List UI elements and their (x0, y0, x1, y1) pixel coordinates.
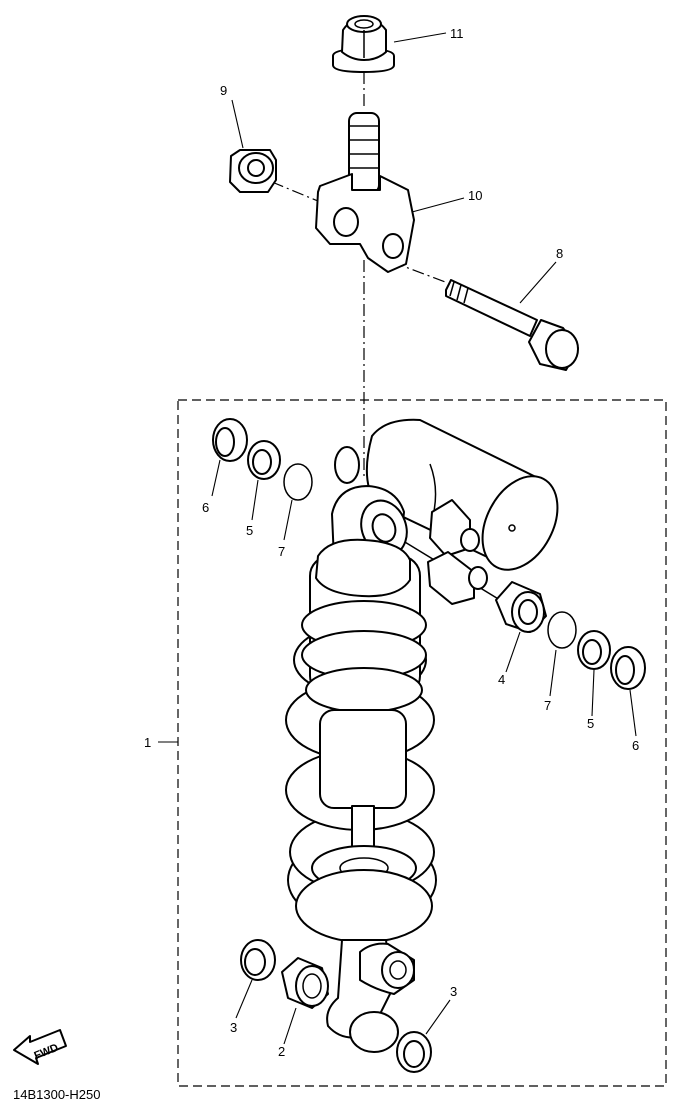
callout-7-left: 7 (278, 544, 285, 559)
adjuster-knobs-part (427, 499, 488, 605)
collar-part (229, 149, 277, 193)
lower-mount-eye-part (326, 939, 415, 1053)
thrust-washer-left-part (247, 440, 281, 480)
diagram-code: 14B1300-H250 (13, 1087, 100, 1102)
callout-3-left: 3 (230, 1020, 237, 1035)
callout-3-right: 3 (450, 984, 457, 999)
callout-6-right: 6 (632, 738, 639, 753)
bearing-part (495, 581, 547, 633)
reservoir-canister-part (334, 418, 559, 571)
callout-10: 10 (468, 188, 482, 203)
bearing-lower-part (281, 957, 329, 1009)
thrust-washer-right-part (577, 630, 611, 670)
bolt-part (445, 279, 579, 371)
forward-arrow-icon: FWD (13, 1029, 67, 1065)
callout-1: 1 (144, 735, 151, 750)
flange-nut-part (332, 15, 395, 73)
circlip-left-part (283, 463, 313, 501)
circlip-right-part (547, 611, 577, 649)
upper-bracket-part (315, 112, 415, 273)
callout-7-right: 7 (544, 698, 551, 713)
upper-mount-eye-part (315, 485, 411, 598)
leader-lines (158, 32, 637, 1045)
callout-2: 2 (278, 1044, 285, 1059)
assembly-boundary-box (177, 399, 667, 1087)
callout-5-left: 5 (246, 523, 253, 538)
callout-8: 8 (556, 246, 563, 261)
callout-6-left: 6 (202, 500, 209, 515)
callout-5-right: 5 (587, 716, 594, 731)
oil-seal-right-part (610, 646, 646, 690)
oil-seal-lower-right-part (396, 1031, 432, 1073)
callout-4: 4 (498, 672, 505, 687)
callout-9: 9 (220, 83, 227, 98)
oil-seal-left-part (212, 418, 248, 462)
oil-seal-lower-left-part (240, 939, 276, 981)
callout-11: 11 (450, 26, 464, 41)
